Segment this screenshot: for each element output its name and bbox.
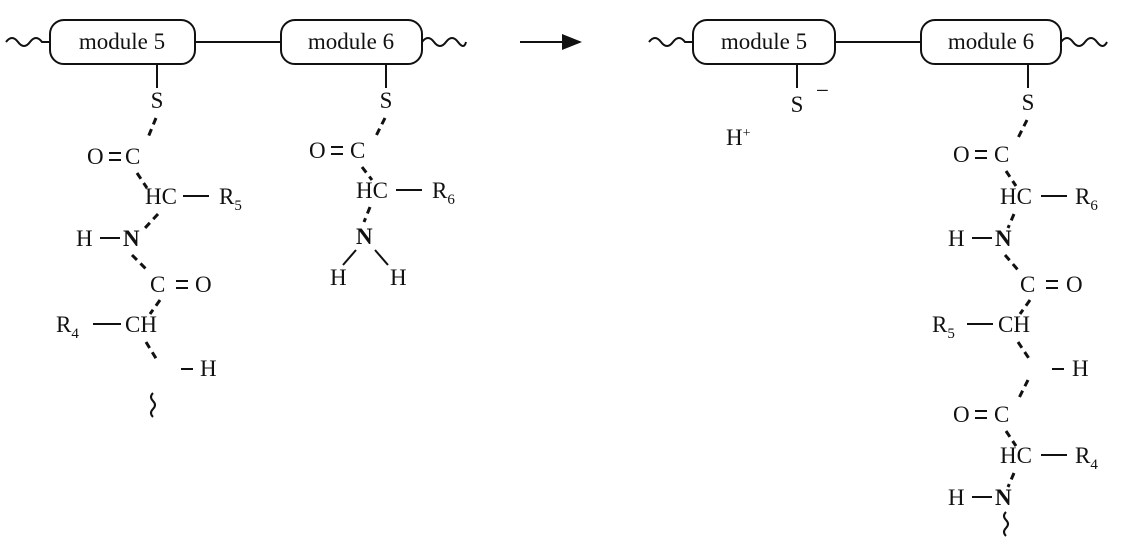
atom-c: C [994, 142, 1009, 167]
bond-s-c [145, 117, 158, 141]
right-scheme: module 5 module 6 S − H+ S O C HC R6 [648, 19, 1108, 537]
atom-o: O [953, 142, 970, 167]
bond-hc-n [362, 206, 372, 223]
atom-hc: HC [145, 184, 177, 209]
bond-c-ch [148, 299, 162, 315]
atom-r4: R4 [56, 312, 79, 342]
atom-s-minus: S [791, 92, 804, 117]
atom-h-n2: H [948, 485, 965, 510]
atom-o: O [87, 144, 104, 169]
atom-h-n: H [948, 226, 965, 251]
atom-hc: HC [356, 178, 388, 203]
atom-n: N [356, 224, 373, 249]
left-module-5-box: module 5 [49, 19, 196, 65]
atom-h-right: H [390, 265, 407, 290]
atom-o2: O [195, 272, 212, 297]
negative-charge: − [816, 78, 829, 103]
atom-o2: O [1066, 272, 1083, 297]
bond-ch-down [1016, 341, 1032, 361]
atom-h-left: H [330, 265, 347, 290]
bond-hc-n [1006, 213, 1016, 229]
left-chain-module-5: S O C HC R5 H N C O R4 CH H [56, 64, 242, 418]
atom-r4: R4 [1075, 443, 1098, 473]
atom-s: S [380, 88, 393, 113]
atom-s: S [1022, 90, 1035, 115]
atom-n: N [123, 226, 140, 251]
bond-to-c3 [1016, 379, 1030, 401]
atom-s: S [151, 88, 164, 113]
right-chain-module-6: S O C HC R6 H N C O R5 CH H [932, 64, 1098, 537]
left-scheme: module 5 module 6 S O C HC R5 H N C [5, 19, 467, 418]
atom-r5: R5 [932, 312, 955, 342]
left-chain-module-6: S O C HC R6 N H H [309, 64, 455, 290]
left-wave-end [421, 37, 467, 47]
right-module-6-box: module 6 [920, 19, 1062, 65]
right-module-6-label: module 6 [948, 29, 1034, 54]
bond-c-ch [1018, 299, 1032, 315]
atom-o3: O [953, 402, 970, 427]
bond-n-h-right [374, 249, 389, 266]
bond-s-c [373, 117, 387, 139]
right-module-5-label: module 5 [721, 29, 807, 54]
atom-ch: CH [998, 312, 1030, 337]
bond-s-c [1015, 119, 1029, 141]
atom-n2: N [995, 485, 1012, 510]
atom-c2: C [1020, 272, 1035, 297]
atom-c: C [125, 144, 140, 169]
bond-hc-n [143, 212, 160, 230]
left-module-5-label: module 5 [79, 29, 165, 54]
right-wave-end [1060, 37, 1108, 47]
bond-n-c [1003, 254, 1020, 271]
bond-n-c [130, 253, 149, 272]
chain-continuation-wave [150, 392, 156, 418]
proton: H+ [726, 125, 751, 150]
bond-c-hc [1004, 170, 1018, 187]
left-module-6-label: module 6 [308, 29, 394, 54]
atom-r5: R5 [219, 184, 242, 214]
right-wave-start [648, 37, 693, 47]
right-module-5-box: module 5 [692, 19, 836, 65]
atom-c: C [350, 138, 365, 163]
bond-ch-down [144, 341, 159, 361]
atom-ch: CH [125, 312, 157, 337]
atom-r6: R6 [1075, 184, 1098, 214]
bond-c-hc [135, 172, 149, 189]
atom-h-mid: H [1072, 356, 1089, 381]
atom-r6: R6 [432, 178, 455, 208]
atom-o: O [309, 138, 326, 163]
chain-continuation-wave [1003, 511, 1009, 537]
bond-c-hc [360, 166, 374, 181]
left-wave-start [5, 37, 50, 47]
bond-c3-hc [1004, 430, 1018, 447]
atom-hc2: HC [1000, 443, 1032, 468]
atom-c2: C [150, 272, 165, 297]
right-module-5-thiolate: S − H+ [726, 64, 829, 150]
bond-n-h-left [342, 249, 357, 266]
atom-h-n: H [76, 226, 93, 251]
atom-h-end: H [200, 356, 217, 381]
atom-hc: HC [1000, 184, 1032, 209]
atom-c3: C [994, 402, 1009, 427]
bond-hc-n2 [1006, 472, 1016, 488]
left-module-6-box: module 6 [280, 19, 423, 65]
atom-n: N [995, 226, 1012, 251]
